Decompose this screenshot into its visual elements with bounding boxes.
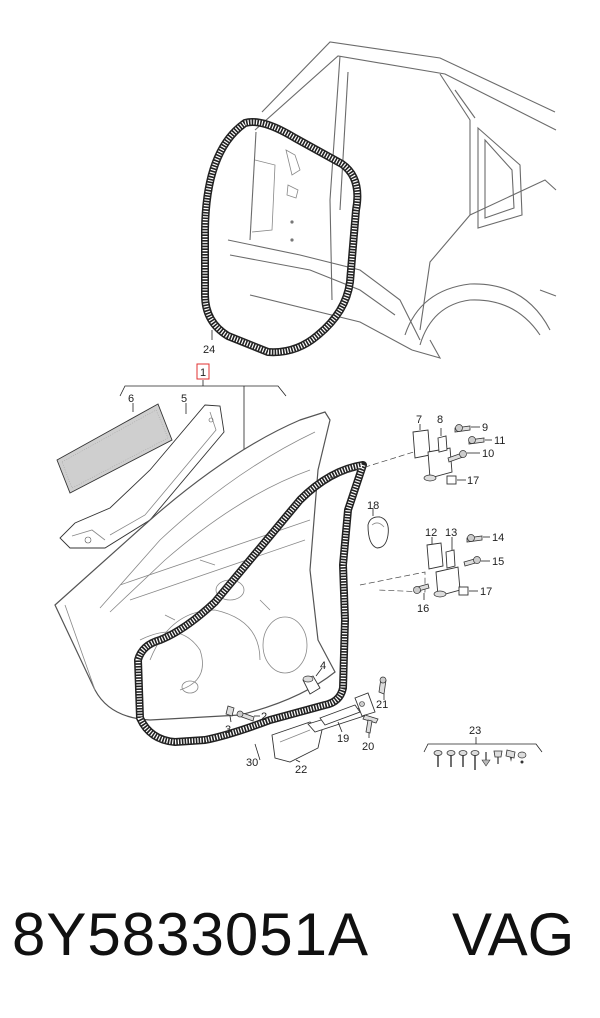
part-4-plug[interactable] <box>302 675 321 695</box>
part-number: 8Y5833051A <box>12 901 369 968</box>
callout-30-bracket <box>423 737 543 753</box>
callout-19: 19 <box>337 733 349 745</box>
callout-5: 5 <box>181 393 187 405</box>
part-13-lower-hinge-body[interactable] <box>433 549 461 598</box>
callout-24: 30 <box>246 757 258 769</box>
part-14-screw[interactable] <box>466 534 483 543</box>
car-body-outline <box>227 41 557 359</box>
part-19-hinge-pin[interactable] <box>319 692 376 726</box>
seal-24[interactable] <box>134 461 367 746</box>
callout-7: 7 <box>416 414 422 426</box>
callout-3: 3 <box>225 724 231 736</box>
part-17-upper-cap[interactable] <box>446 475 457 485</box>
footer: 8Y5833051A VAG <box>0 880 600 990</box>
callout-17-lower: 17 <box>480 586 492 598</box>
part-12-lower-hinge-door[interactable] <box>426 542 444 570</box>
callout-20: 22 <box>295 764 307 776</box>
part-16-screw[interactable] <box>413 583 430 594</box>
callout-17-upper: 17 <box>467 475 479 487</box>
seal-23[interactable] <box>201 118 362 357</box>
part-5-trim[interactable] <box>59 404 225 549</box>
part-21-bolt[interactable] <box>378 676 387 695</box>
callout-21: 21 <box>376 699 388 711</box>
callout-14: 14 <box>492 532 504 544</box>
callout-16: 16 <box>417 603 429 615</box>
part-17-lower-cap[interactable] <box>458 586 469 596</box>
callout-1-bracket <box>119 380 287 397</box>
callout-6: 6 <box>128 393 134 405</box>
parts-diagram: 24 1 6 5 30 <box>54 41 557 776</box>
callout-15: 15 <box>492 556 504 568</box>
part-10-screw[interactable] <box>447 450 467 463</box>
part-2-screw[interactable] <box>236 710 255 722</box>
callout-13: 13 <box>445 527 457 539</box>
callout-30: 23 <box>469 725 481 737</box>
part-7-upper-hinge-door[interactable] <box>412 429 431 459</box>
callout-18: 18 <box>367 500 379 512</box>
callout-4: 4 <box>320 660 326 672</box>
callout-2: 2 <box>261 711 267 723</box>
callout-12: 12 <box>425 527 437 539</box>
callout-23: 24 <box>203 344 215 356</box>
part-18-grommet[interactable] <box>367 516 389 549</box>
part-15-screw[interactable] <box>463 556 481 567</box>
part-22-bolt[interactable] <box>362 714 379 734</box>
door-shell[interactable] <box>54 411 336 721</box>
part-9-screw[interactable] <box>454 424 471 433</box>
callout-9: 9 <box>482 422 488 434</box>
callout-1-highlight <box>196 363 210 380</box>
callout-1: 1 <box>200 367 206 379</box>
callout-22: 20 <box>362 741 374 753</box>
brand-label: VAG <box>452 901 575 968</box>
part-30-fastener-set[interactable] <box>433 749 527 770</box>
part-11-screw[interactable] <box>468 436 485 445</box>
callout-8: 8 <box>437 414 443 426</box>
part-3-nut[interactable] <box>225 705 235 717</box>
part-6-pad[interactable] <box>56 403 173 494</box>
callout-11: 11 <box>494 435 505 447</box>
callout-10: 10 <box>482 448 494 460</box>
part-8-upper-hinge-body[interactable] <box>423 435 453 482</box>
